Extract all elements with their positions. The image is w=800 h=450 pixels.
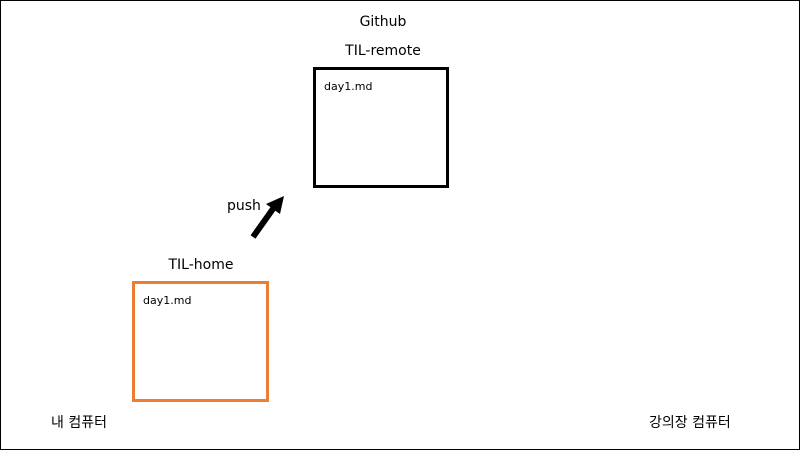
remote-file-label: day1.md bbox=[324, 80, 373, 93]
push-label: push bbox=[227, 198, 261, 214]
github-label: Github bbox=[359, 14, 407, 30]
remote-repo-label: TIL-remote bbox=[345, 43, 421, 59]
home-repo-box: day1.md bbox=[132, 281, 269, 402]
home-repo-label: TIL-home bbox=[168, 257, 234, 273]
arrow-up-right-icon bbox=[250, 196, 284, 239]
home-file-label: day1.md bbox=[143, 294, 192, 307]
my-computer-label: 내 컴퓨터 bbox=[51, 415, 107, 431]
remote-repo-box: day1.md bbox=[313, 67, 449, 188]
lecture-room-computer-label: 강의장 컴퓨터 bbox=[649, 415, 731, 431]
